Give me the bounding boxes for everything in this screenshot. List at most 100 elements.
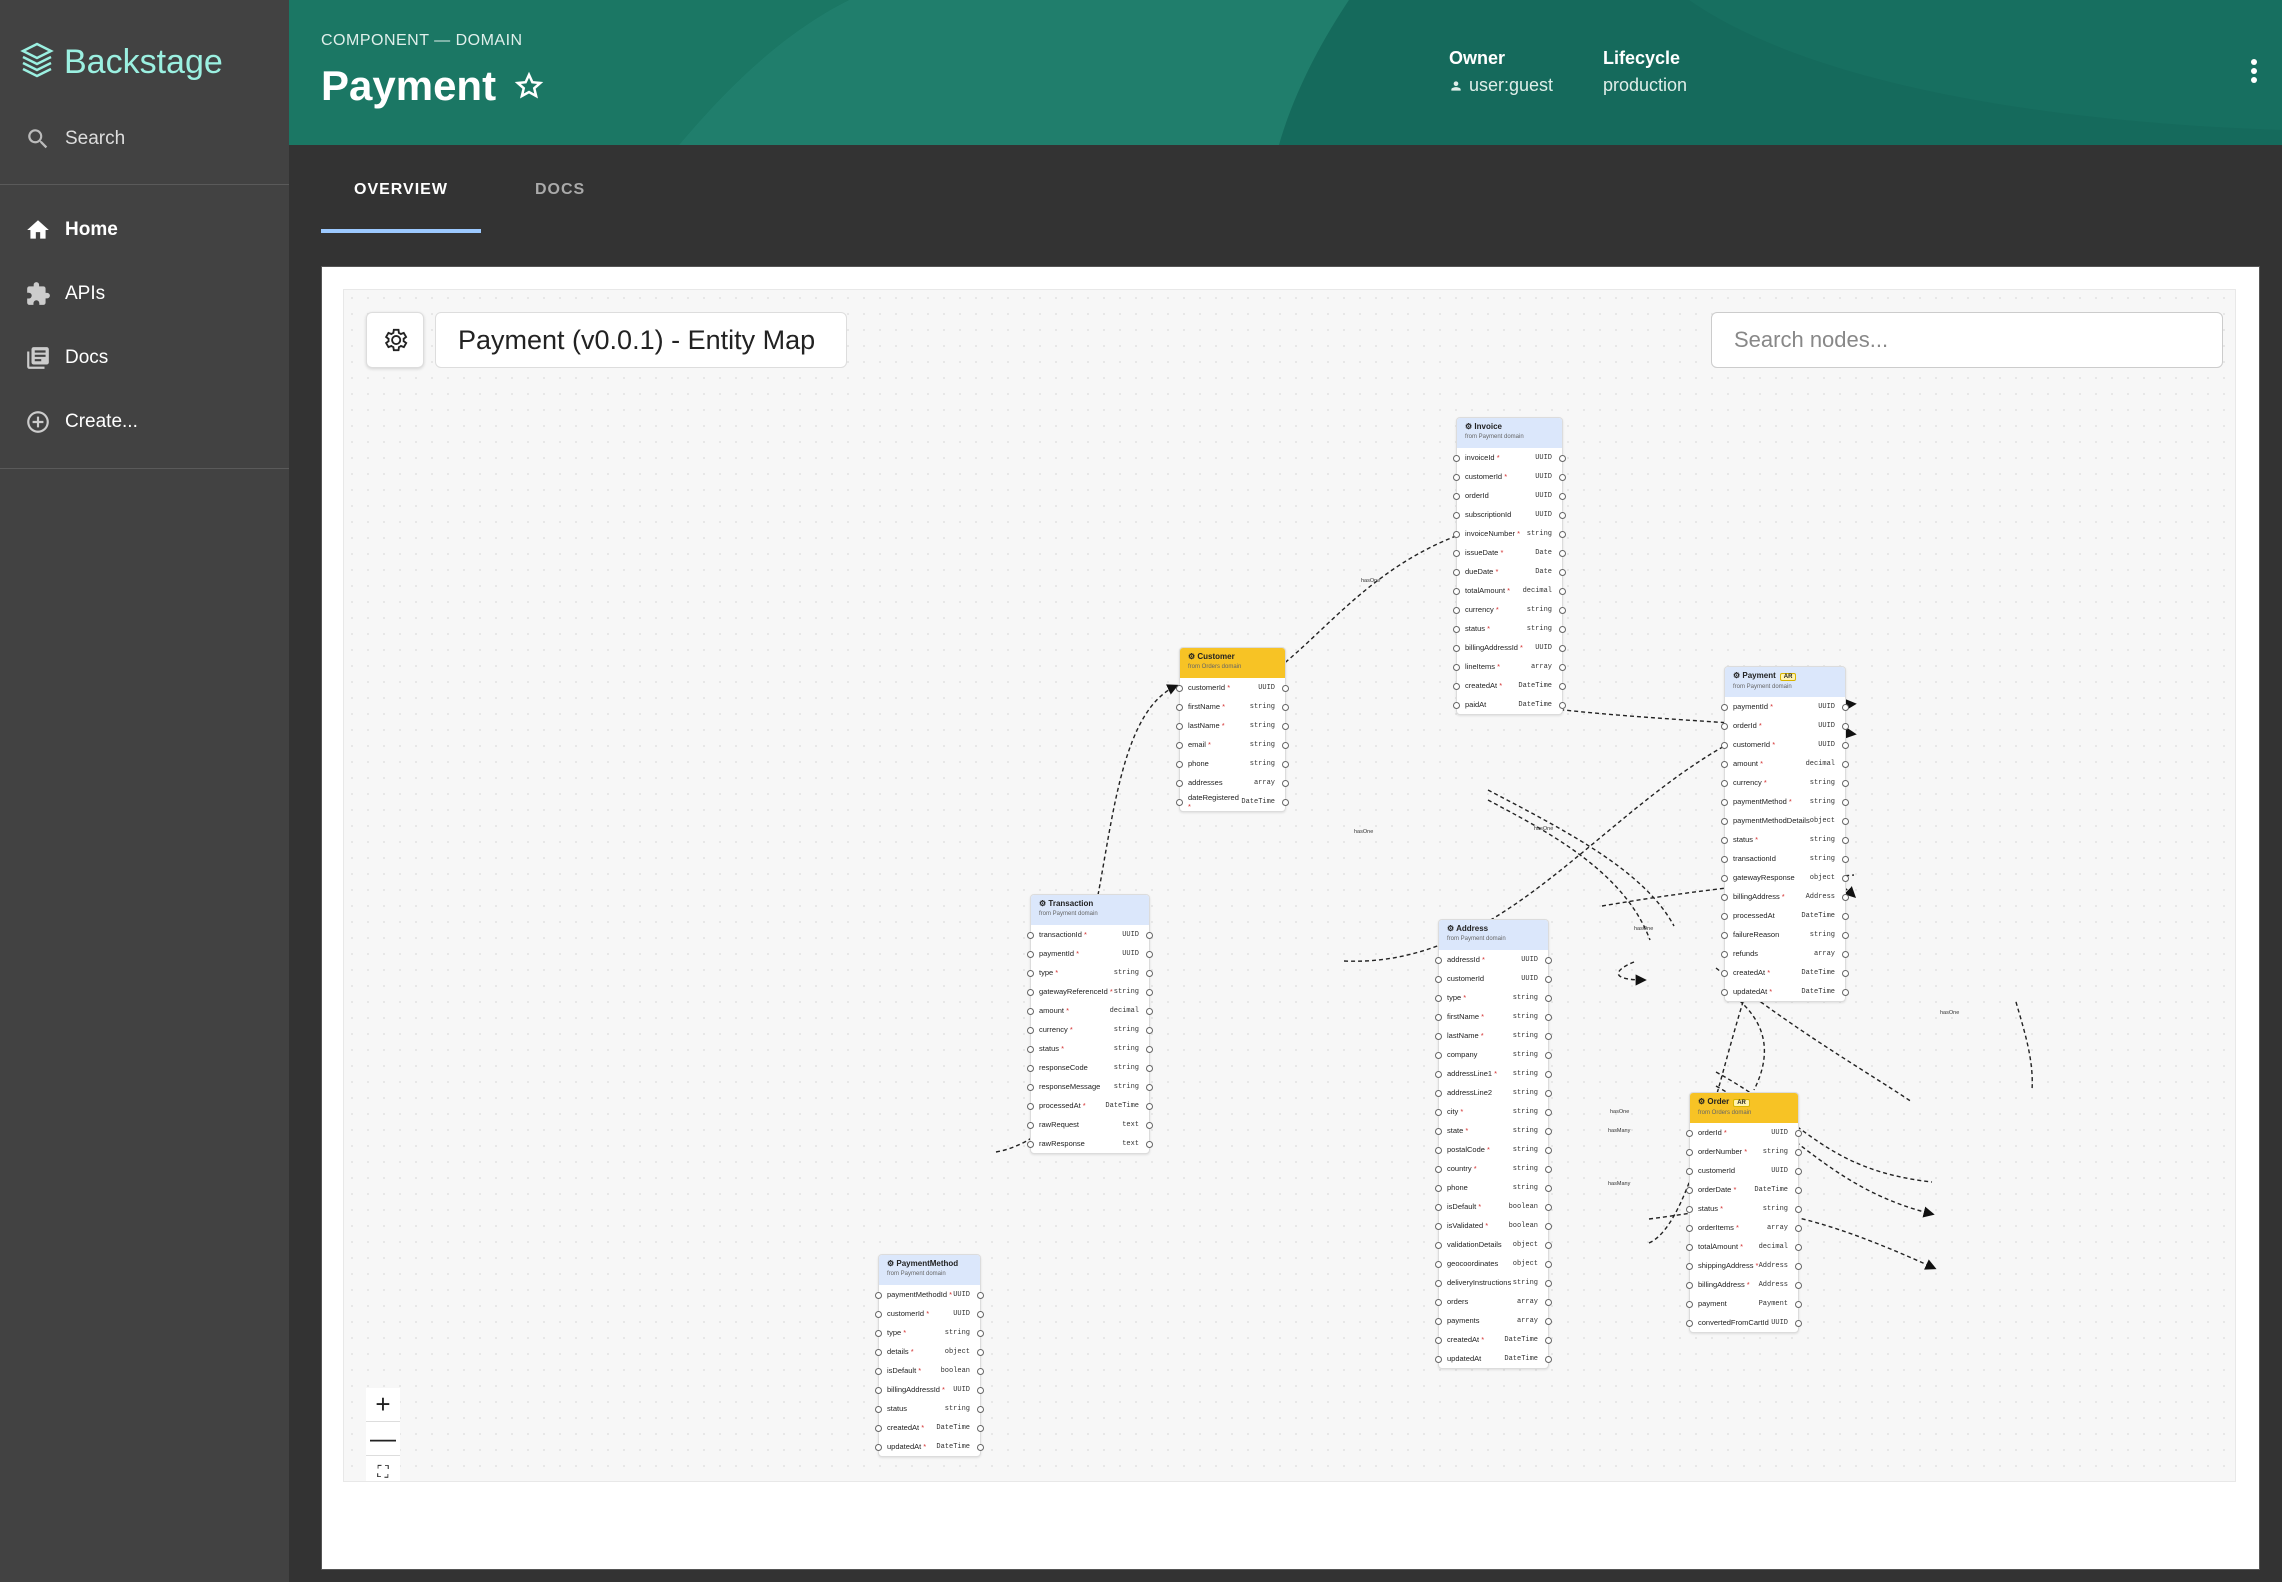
fit-view-button[interactable]: ⛶ — [366, 1456, 400, 1481]
node-field-row[interactable]: updatedAt *DateTime — [1721, 982, 1849, 1001]
tab-docs[interactable]: DOCS — [535, 181, 586, 198]
node-field-row[interactable]: dueDate *Date — [1453, 562, 1566, 581]
owner-value[interactable]: user:guest — [1449, 75, 1553, 96]
node-field-row[interactable]: paymentId *UUID — [1027, 944, 1153, 963]
node-field-row[interactable]: status *string — [1453, 619, 1566, 638]
node-field-row[interactable]: lineItems *array — [1453, 657, 1566, 676]
node-field-row[interactable]: totalAmount *decimal — [1453, 581, 1566, 600]
node-field-row[interactable]: paymentMethod *string — [1721, 792, 1849, 811]
node-field-row[interactable]: billingAddressId *UUID — [875, 1380, 984, 1399]
node-field-row[interactable]: details *object — [875, 1342, 984, 1361]
node-field-row[interactable]: status *string — [1027, 1039, 1153, 1058]
node-field-row[interactable]: currency *string — [1721, 773, 1849, 792]
node-field-row[interactable]: currency *string — [1453, 600, 1566, 619]
node-field-row[interactable]: isDefault *boolean — [875, 1361, 984, 1380]
settings-button[interactable] — [366, 312, 424, 368]
node-field-row[interactable]: isDefault *boolean — [1435, 1197, 1552, 1216]
node-field-row[interactable]: createdAt *DateTime — [1435, 1330, 1552, 1349]
node-field-row[interactable]: orderDate *DateTime — [1686, 1180, 1802, 1199]
node-field-row[interactable]: customerId *UUID — [1453, 467, 1566, 486]
node-field-row[interactable]: type *string — [875, 1323, 984, 1342]
entity-map-canvas[interactable]: hasOne hasOne hasOne hasOne hasOne hasOn… — [343, 289, 2236, 1482]
node-field-row[interactable]: orderId *UUID — [1721, 716, 1849, 735]
star-icon[interactable] — [514, 71, 544, 101]
node-field-row[interactable]: shippingAddress *Address — [1686, 1256, 1802, 1275]
sidebar-item-docs[interactable]: Docs — [0, 328, 289, 388]
sidebar-item-create[interactable]: Create... — [0, 392, 289, 452]
node-field-row[interactable]: postalCode *string — [1435, 1140, 1552, 1159]
zoom-in-button[interactable]: + — [366, 1388, 400, 1422]
sidebar-item-home[interactable]: Home — [0, 200, 289, 260]
node-field-row[interactable]: lastName *string — [1176, 716, 1289, 735]
node-field-row[interactable]: orderId *UUID — [1686, 1123, 1802, 1142]
node-field-row[interactable]: currency *string — [1027, 1020, 1153, 1039]
node-field-row[interactable]: billingAddress *Address — [1721, 887, 1849, 906]
node-field-row[interactable]: customerId *UUID — [1176, 678, 1289, 697]
node-field-row[interactable]: createdAt *DateTime — [1453, 676, 1566, 695]
node-field-row[interactable]: status *string — [1721, 830, 1849, 849]
node-field-row[interactable]: firstName *string — [1435, 1007, 1552, 1026]
node-field-row[interactable]: orderNumber *string — [1686, 1142, 1802, 1161]
node-field-row[interactable]: customerId *UUID — [1721, 735, 1849, 754]
node-field-row[interactable]: invoiceNumber *string — [1453, 524, 1566, 543]
node-field-row[interactable]: lastName *string — [1435, 1026, 1552, 1045]
node-field-row[interactable]: issueDate *Date — [1453, 543, 1566, 562]
sidebar-search[interactable]: Search — [0, 109, 289, 169]
node-field-row[interactable]: addressLine1 *string — [1435, 1064, 1552, 1083]
node-field-row[interactable]: processedAt *DateTime — [1027, 1096, 1153, 1115]
node-field-row[interactable]: email *string — [1176, 735, 1289, 754]
node-field-row[interactable]: orderItems *array — [1686, 1218, 1802, 1237]
node-field-row[interactable]: createdAt *DateTime — [875, 1418, 984, 1437]
node-field-row[interactable]: amount *decimal — [1721, 754, 1849, 773]
node-field-row[interactable]: amount *decimal — [1027, 1001, 1153, 1020]
node-field-row[interactable]: type *string — [1027, 963, 1153, 982]
node-field-row[interactable]: city *string — [1435, 1102, 1552, 1121]
node-field-row[interactable]: firstName *string — [1176, 697, 1289, 716]
node-field-row[interactable]: state *string — [1435, 1121, 1552, 1140]
node-field-row[interactable]: gatewayReferenceId *string — [1027, 982, 1153, 1001]
node-field-row[interactable]: dateRegistered *DateTime — [1176, 792, 1289, 811]
node-field-row[interactable]: transactionId *UUID — [1027, 925, 1153, 944]
search-nodes-input[interactable] — [1711, 312, 2223, 368]
node-field-row[interactable]: totalAmount *decimal — [1686, 1237, 1802, 1256]
node-field-row[interactable]: createdAt *DateTime — [1721, 963, 1849, 982]
node-field-row[interactable]: paymentId *UUID — [1721, 697, 1849, 716]
node-field-row[interactable]: isValidated *boolean — [1435, 1216, 1552, 1235]
node-field-row[interactable]: invoiceId *UUID — [1453, 448, 1566, 467]
zoom-out-button[interactable]: — — [366, 1422, 400, 1456]
node-field-row[interactable]: updatedAt *DateTime — [875, 1437, 984, 1456]
node-field-row[interactable]: billingAddress *Address — [1686, 1275, 1802, 1294]
backstage-logo[interactable]: Backstage — [20, 38, 223, 86]
more-vert-icon[interactable] — [2250, 58, 2258, 84]
node-field-row[interactable]: addressId *UUID — [1435, 950, 1552, 969]
